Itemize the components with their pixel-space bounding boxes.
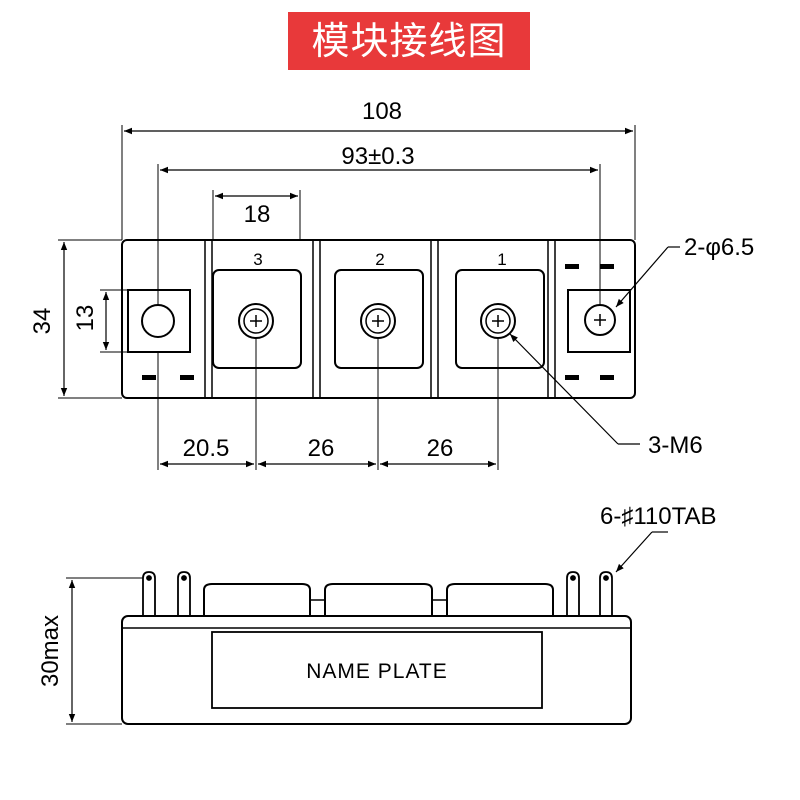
- tab-markers: [142, 264, 614, 380]
- terminal-block-width-label: 18: [244, 201, 271, 228]
- dim-overall-height: 34: [29, 239, 122, 399]
- terminal-housing-left: [203, 583, 311, 616]
- mount-hole-spacing-label: 93±0.3: [341, 143, 414, 170]
- top-view: 3 2 1 108 93±0.3 18 34: [29, 98, 754, 470]
- callout-mount-hole: 2-φ6.5: [615, 234, 754, 308]
- dim-overall-width: 108: [121, 98, 636, 240]
- dim-mount-tab-height: 13: [72, 289, 128, 353]
- terminal-housing-right: [446, 583, 554, 616]
- module-base: [121, 615, 632, 725]
- overall-width-label: 108: [362, 98, 402, 125]
- right-mount-tab: [567, 289, 631, 353]
- callout-screw: 3-M6: [509, 333, 703, 459]
- name-plate-label: NAME PLATE: [306, 660, 447, 683]
- terminal-number-2: 2: [375, 250, 384, 269]
- dim-terminal-block-width: 18: [212, 190, 301, 240]
- first-terminal-offset-label: 20.5: [183, 435, 230, 462]
- mount-hole-callout-label: 2-φ6.5: [684, 234, 754, 261]
- dim-terminal-positions: 20.5 26 26: [157, 338, 499, 470]
- screw-callout-label: 3-M6: [648, 432, 703, 459]
- left-mount-tab: [127, 289, 191, 353]
- dim-side-height: 30max: [37, 577, 143, 725]
- terminal-pitch-a-label: 26: [308, 435, 335, 462]
- overall-height-label: 34: [29, 308, 56, 335]
- mount-tab-height-label: 13: [72, 305, 99, 332]
- section-dividers: [204, 240, 556, 398]
- diagram-title: 模块接线图: [288, 12, 530, 70]
- terminal-1: [455, 269, 545, 369]
- name-plate: [211, 631, 543, 709]
- terminal-2: [334, 269, 424, 369]
- left-mount-hole: [141, 304, 175, 338]
- side-height-label: 30max: [37, 615, 64, 687]
- fast-on-tabs: [142, 571, 613, 616]
- terminal-number-3: 3: [253, 250, 262, 269]
- dim-mount-hole-spacing: 93±0.3: [157, 143, 601, 305]
- terminal-3: [212, 269, 302, 369]
- callout-tab: 6-♯110TAB: [600, 503, 717, 573]
- tab-callout-label: 6-♯110TAB: [600, 503, 717, 530]
- terminal-number-1: 1: [497, 250, 506, 269]
- side-view: NAME PLATE 30max 6-♯110TAB: [37, 503, 717, 725]
- terminal-housing-middle: [324, 583, 433, 616]
- terminal-pitch-b-label: 26: [427, 435, 454, 462]
